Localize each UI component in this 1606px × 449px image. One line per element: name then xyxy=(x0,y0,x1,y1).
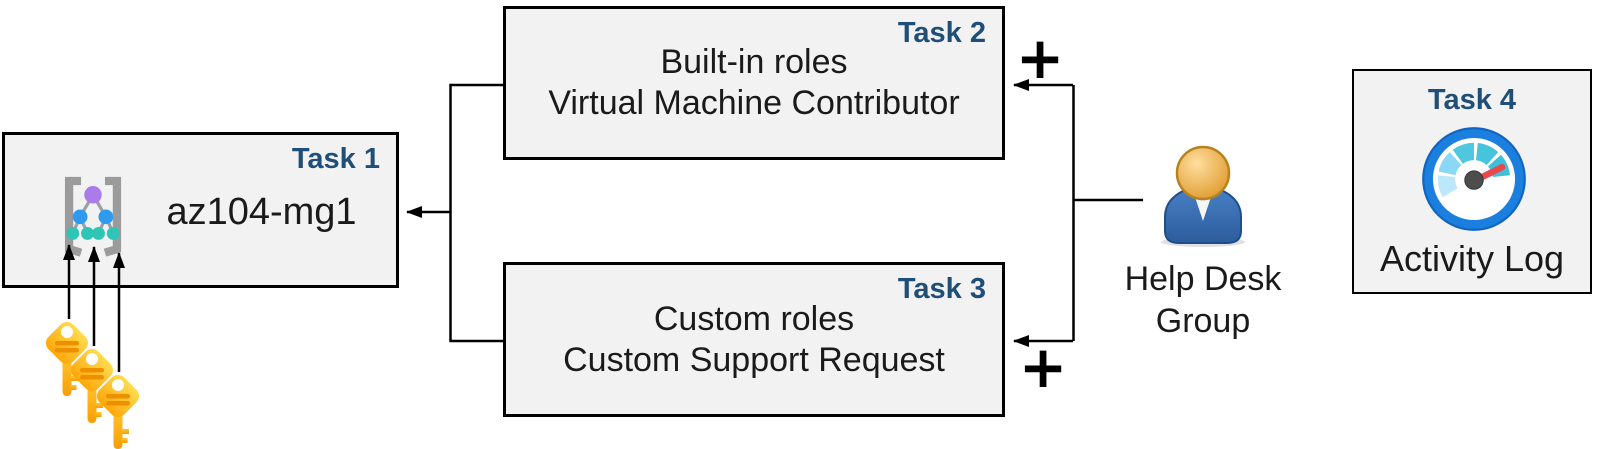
task4-box: Task 4 Activity Log xyxy=(1352,69,1592,294)
management-group-icon xyxy=(47,169,139,261)
actor-label-line2: Group xyxy=(1155,302,1251,340)
task3-line2: Custom Support Request xyxy=(563,340,945,379)
task2-plus-symbol: + xyxy=(1015,24,1065,92)
bracket-connector xyxy=(449,83,503,343)
task4-caption: Activity Log xyxy=(1379,238,1565,279)
task3-text: Custom roles Custom Support Request xyxy=(506,299,1002,381)
task3-line1: Custom roles xyxy=(653,299,855,338)
keys-icon xyxy=(30,312,170,449)
person-icon xyxy=(1155,143,1251,248)
task2-line1: Built-in roles xyxy=(660,43,848,81)
task1-label: Task 1 xyxy=(291,143,380,175)
actor-label-line1: Help Desk xyxy=(1124,260,1282,298)
help-desk-group: Help Desk Group xyxy=(1120,143,1286,342)
task3-box: Task 3 Custom roles Custom Support Reque… xyxy=(503,262,1005,417)
task2-label: Task 2 xyxy=(897,17,986,49)
task4-label: Task 4 xyxy=(1427,84,1517,116)
task1-box: Task 1 az104-mg1 xyxy=(2,132,399,288)
task3-label: Task 3 xyxy=(897,273,986,305)
help-desk-group-label: Help Desk Group xyxy=(1120,258,1286,342)
activity-log-gauge-icon xyxy=(1420,125,1528,233)
task2-line2: Virtual Machine Contributor xyxy=(548,84,960,122)
task3-plus-symbol: + xyxy=(1018,333,1068,401)
task2-text: Built-in roles Virtual Machine Contribut… xyxy=(506,42,1002,124)
task1-title: az104-mg1 xyxy=(166,191,357,233)
task2-box: Task 2 Built-in roles Virtual Machine Co… xyxy=(503,6,1005,160)
